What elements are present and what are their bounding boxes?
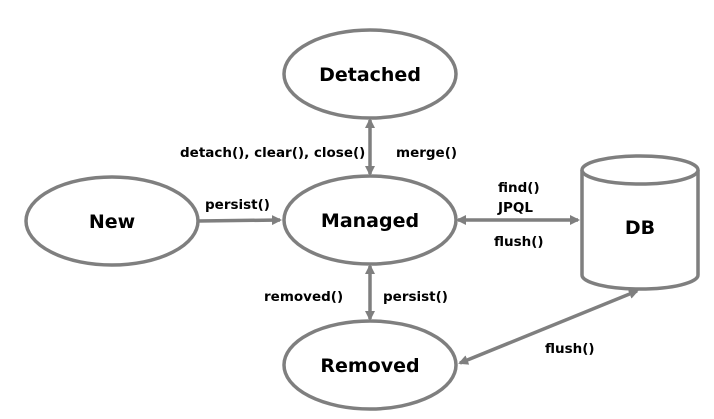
node-new-label: New xyxy=(89,211,135,233)
node-new: New xyxy=(24,175,200,267)
node-managed-label: Managed xyxy=(321,210,419,232)
edge-label-flush-removed: flush() xyxy=(545,341,595,357)
edge-label-flush-managed: flush() xyxy=(494,234,544,250)
edge-label-detach-clear-close: detach(), clear(), close() xyxy=(180,145,365,161)
edge-label-find: find() xyxy=(498,180,540,196)
node-removed-label: Removed xyxy=(320,355,419,377)
node-db-label: DB xyxy=(625,217,655,239)
edge-new-managed xyxy=(197,215,282,226)
edge-label-jpql: JPQL xyxy=(497,200,533,216)
node-db-cylinder: DB xyxy=(580,154,700,291)
node-managed: Managed xyxy=(282,174,458,266)
edge-label-removed: removed() xyxy=(264,289,343,305)
edge-label-persist-new: persist() xyxy=(205,197,270,213)
edge-removed-db xyxy=(458,289,639,365)
node-detached: Detached xyxy=(282,28,458,120)
edge-label-merge: merge() xyxy=(396,145,457,161)
node-removed: Removed xyxy=(282,319,458,411)
node-detached-label: Detached xyxy=(319,64,421,86)
edge-label-persist-removed: persist() xyxy=(383,289,448,305)
